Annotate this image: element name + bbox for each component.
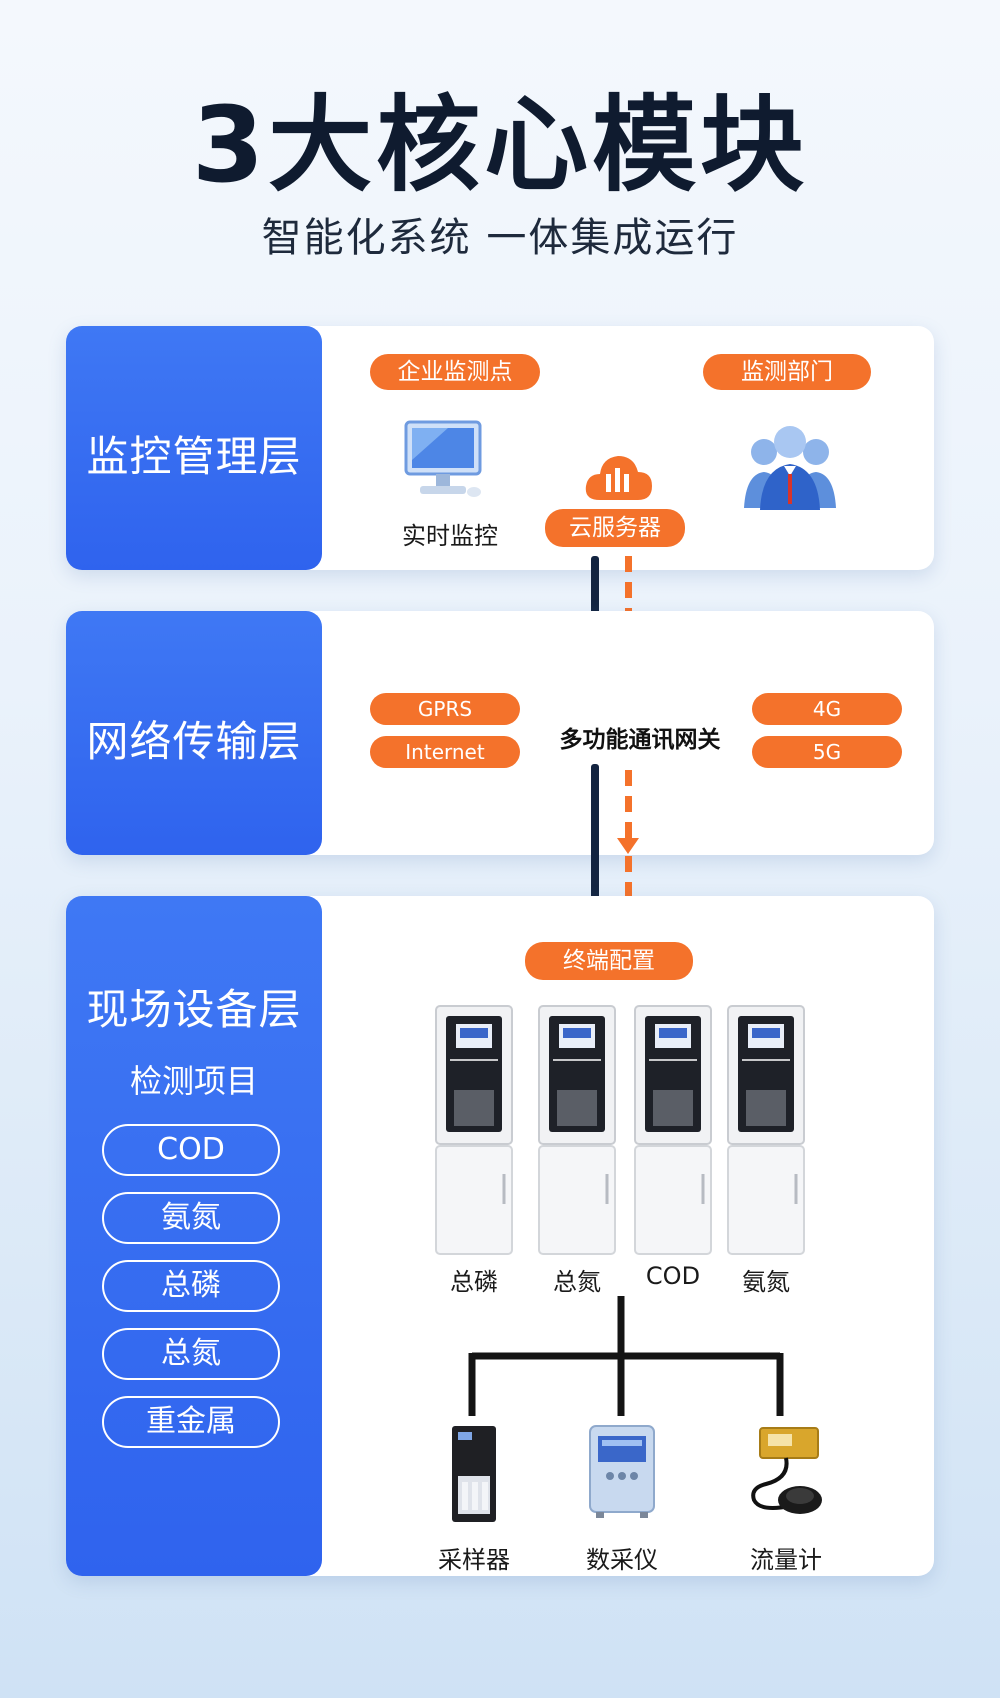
management-layer-title: 监控管理层 — [86, 432, 302, 481]
page-title: 3大核心模块 — [191, 84, 809, 206]
page-subtitle: 智能化系统 一体集成运行 — [261, 215, 739, 261]
people-group-icon — [744, 426, 836, 510]
item-total-nitrogen: 总氮 — [102, 1328, 280, 1380]
monitor-icon — [404, 420, 482, 497]
item-heavy-metal: 重金属 — [102, 1396, 280, 1448]
analyzer-cabinet-icon — [634, 1005, 712, 1255]
config-downlink-line — [625, 556, 632, 640]
downlink-arrow-icon-lower — [617, 838, 639, 854]
4g-tag: 4G — [752, 693, 902, 725]
field-layer-title: 现场设备层 — [86, 985, 302, 1034]
cloud-server-icon — [585, 456, 652, 500]
terminal-config-tag: 终端配置 — [525, 942, 693, 980]
peripheral-label: 数采仪 — [586, 1546, 658, 1574]
analyzer-label: 总磷 — [450, 1268, 498, 1296]
data-logger-icon — [589, 1425, 655, 1518]
gateway-label: 多功能通讯网关 — [559, 727, 721, 753]
analyzer-cabinet-icon — [538, 1005, 616, 1255]
monitoring-dept-tag: 监测部门 — [703, 354, 871, 390]
config-downlink-line-lower — [625, 770, 632, 844]
item-cod: COD — [102, 1124, 280, 1176]
network-layer-sidebar: 网络传输层 — [66, 611, 322, 855]
analyzer-label: 氨氮 — [742, 1268, 790, 1296]
cloud-server-tag: 云服务器 — [545, 509, 685, 547]
item-ammonia: 氨氮 — [102, 1192, 280, 1244]
flow-meter-icon — [751, 1427, 822, 1514]
gprs-tag: GPRS — [370, 693, 520, 725]
management-layer-sidebar: 监控管理层 — [66, 326, 322, 570]
realtime-monitor-caption: 实时监控 — [402, 522, 498, 550]
peripheral-label: 流量计 — [750, 1546, 822, 1574]
analyzer-label: COD — [645, 1262, 701, 1290]
sampler-icon — [452, 1426, 496, 1522]
enterprise-point-tag: 企业监测点 — [370, 354, 540, 390]
data-uplink-line-lower — [591, 764, 599, 944]
internet-tag: Internet — [370, 736, 520, 768]
peripheral-connector — [468, 1296, 784, 1416]
item-total-phosphorus: 总磷 — [102, 1260, 280, 1312]
analyzer-cabinet-icon — [727, 1005, 805, 1255]
network-layer-title: 网络传输层 — [86, 717, 302, 766]
analyzer-label: 总氮 — [553, 1268, 601, 1296]
5g-tag: 5G — [752, 736, 902, 768]
analyzer-cabinet-icon — [435, 1005, 513, 1255]
peripheral-label: 采样器 — [438, 1546, 510, 1574]
detection-items-title: 检测项目 — [129, 1062, 258, 1100]
